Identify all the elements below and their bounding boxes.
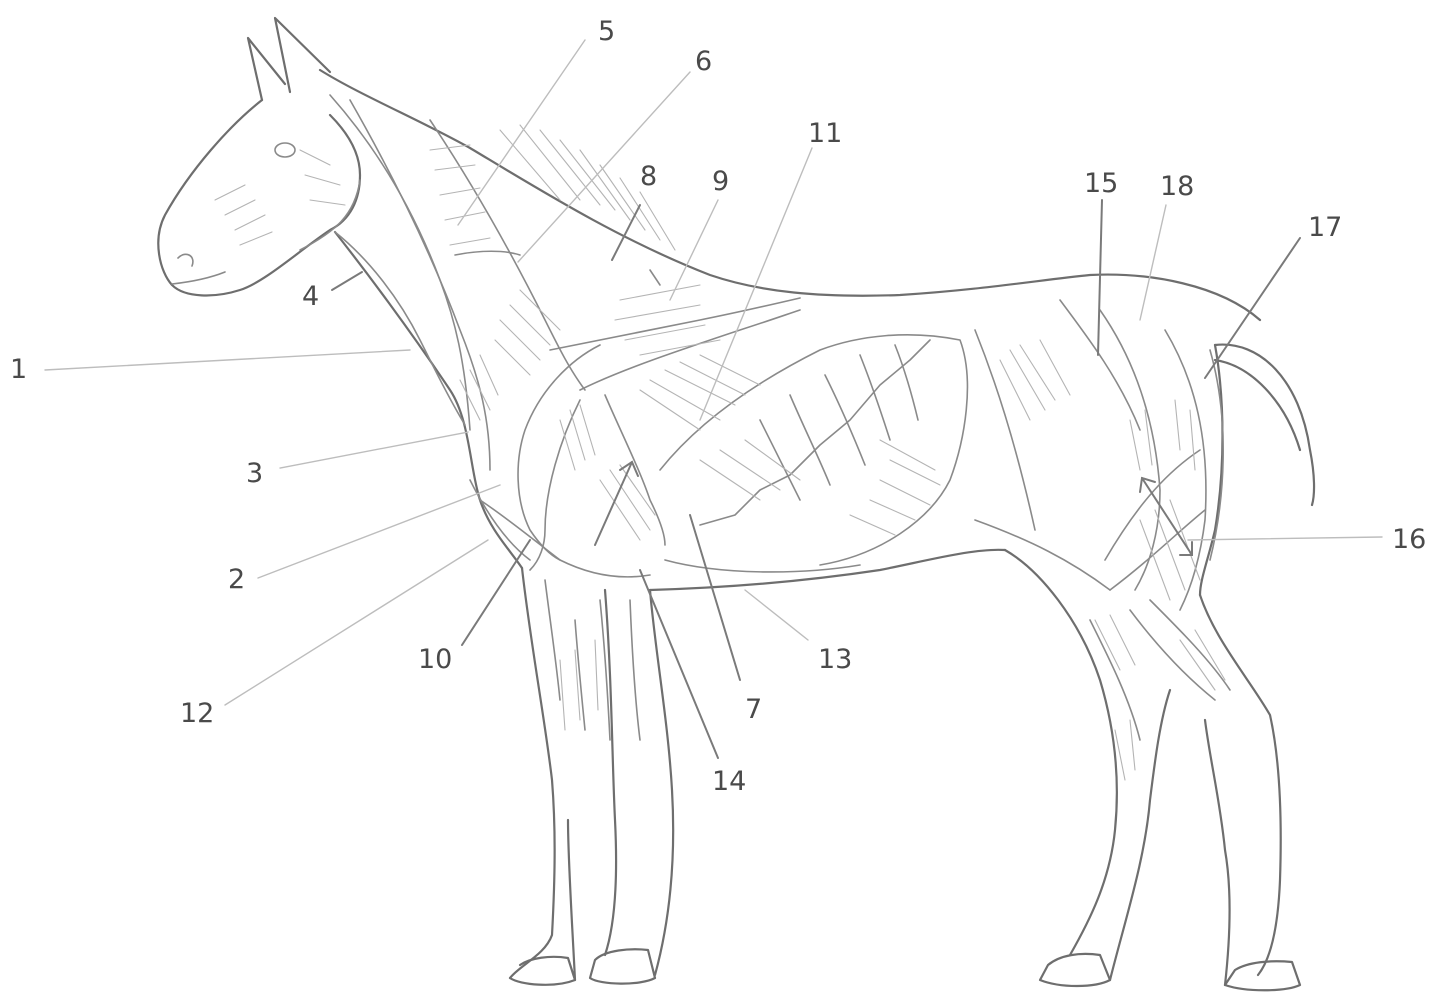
label-16: 16 — [1392, 524, 1426, 555]
leader-18 — [1140, 205, 1166, 320]
serratus-zigzag — [700, 340, 930, 525]
label-1: 1 — [10, 354, 27, 385]
leader-5 — [458, 40, 585, 225]
ear-left — [248, 38, 285, 100]
hind-hoof-left — [1040, 954, 1110, 986]
leader-13 — [745, 590, 808, 640]
label-11: 11 — [808, 118, 842, 149]
number-labels: 1 2 3 4 5 6 7 8 9 10 11 12 13 14 15 16 1… — [10, 16, 1426, 797]
leader-2 — [258, 485, 500, 578]
tail-inner — [1215, 360, 1300, 450]
gaskin-1 — [1090, 620, 1140, 740]
label-6: 6 — [695, 46, 712, 77]
hind-leg-right-back — [1205, 720, 1230, 985]
horse-outline — [158, 18, 1314, 990]
label-5: 5 — [598, 16, 615, 47]
forearm-line-1 — [545, 580, 560, 700]
hind-leg-right-front — [1200, 595, 1281, 975]
leader-16 — [1188, 537, 1382, 540]
upper-arm — [480, 500, 650, 577]
label-13: 13 — [818, 644, 852, 675]
front-leg-left-back — [568, 820, 575, 980]
gaskin-3 — [1150, 600, 1230, 690]
label-4: 4 — [302, 281, 319, 312]
shading-hatches — [215, 125, 1225, 780]
neck-line-lower — [335, 232, 465, 425]
rib-3 — [825, 375, 865, 465]
neck-segment-2 — [650, 270, 660, 285]
horse-eye — [275, 143, 295, 157]
rib-1 — [760, 420, 800, 500]
trapezius-edge — [550, 298, 800, 350]
abdomen-line — [665, 560, 860, 572]
label-9: 9 — [712, 166, 729, 197]
label-3: 3 — [246, 458, 263, 489]
leader-12 — [225, 540, 488, 705]
leader-1 — [45, 350, 410, 370]
chest-pectoral — [470, 480, 530, 560]
rib-4 — [860, 355, 890, 440]
neck-muscle-splenius — [330, 95, 470, 430]
front-hoof-left — [510, 957, 575, 985]
label-12: 12 — [180, 698, 214, 729]
throat-chest — [335, 232, 522, 568]
front-leg-right-front — [605, 590, 616, 955]
flank-fold — [975, 330, 1035, 530]
forearm-line-4 — [630, 600, 640, 740]
label-7: 7 — [745, 694, 762, 725]
leader-lines — [45, 40, 1382, 758]
neck-muscle-serratus — [430, 120, 585, 390]
leader-3 — [280, 432, 468, 468]
leader-14 — [640, 570, 718, 758]
neck-top — [320, 70, 1260, 320]
label-14: 14 — [712, 766, 746, 797]
gluteal-front — [1060, 300, 1140, 430]
nostril — [178, 254, 193, 266]
label-18: 18 — [1160, 171, 1194, 202]
hind-thigh-front — [1005, 550, 1117, 955]
forearm-line-3 — [600, 600, 610, 740]
label-8: 8 — [640, 161, 657, 192]
hind-hoof-right — [1225, 961, 1300, 990]
label-10: 10 — [418, 644, 452, 675]
leader-4 — [332, 272, 362, 290]
front-hoof-right — [590, 949, 655, 983]
leader-10 — [462, 540, 530, 645]
head-outline — [158, 100, 360, 295]
leader-7 — [690, 515, 740, 680]
hind-leg-left-back — [1110, 690, 1170, 980]
leader-17 — [1205, 238, 1300, 378]
label-2: 2 — [228, 564, 245, 595]
leader-15 — [1098, 200, 1102, 355]
rib-cage-outline — [660, 335, 967, 565]
label-17: 17 — [1308, 212, 1342, 243]
label-15: 15 — [1084, 168, 1118, 199]
mouth — [172, 272, 225, 284]
leader-9 — [670, 200, 718, 300]
triceps-back — [530, 400, 580, 570]
semitendinosus — [1165, 330, 1206, 610]
face-crest — [300, 180, 360, 250]
rib-2 — [790, 395, 830, 485]
front-leg-front — [510, 568, 555, 978]
tail-outer — [1215, 345, 1314, 505]
front-leg-right-back — [650, 590, 673, 975]
